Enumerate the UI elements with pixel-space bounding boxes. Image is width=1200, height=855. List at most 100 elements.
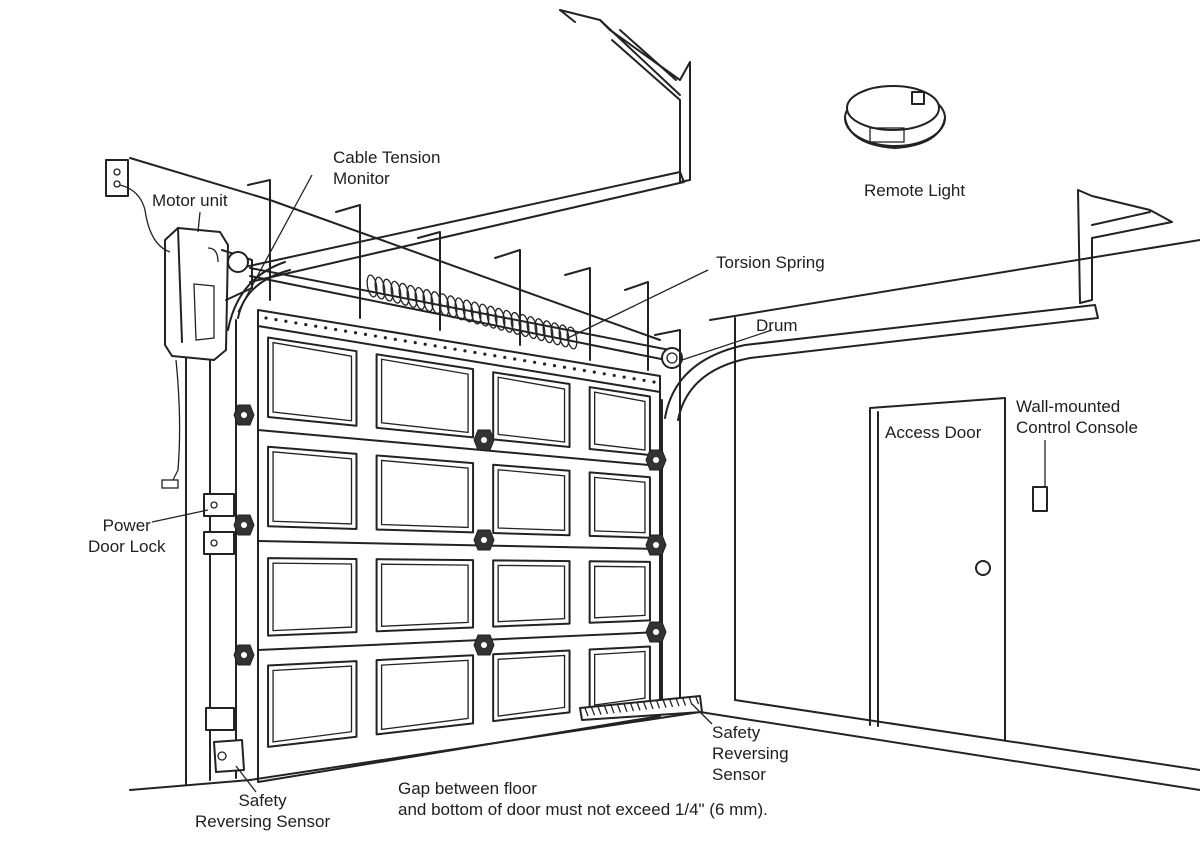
header-rivet bbox=[602, 372, 606, 376]
hinge-pin bbox=[241, 412, 247, 418]
motor-unit bbox=[164, 227, 253, 361]
label-line: Safety bbox=[238, 791, 287, 810]
spring-coil bbox=[438, 293, 450, 317]
label-line: Gap between floor bbox=[398, 779, 537, 798]
header-rivet bbox=[572, 367, 577, 371]
sensor-ridge bbox=[655, 700, 661, 709]
door-panel-inset bbox=[272, 341, 353, 422]
header-rivet bbox=[582, 368, 586, 373]
header-rivet bbox=[513, 357, 517, 361]
label-drum: Drum bbox=[756, 316, 798, 335]
door-panel-inset bbox=[380, 358, 469, 434]
right-ceiling-bracket bbox=[1077, 189, 1173, 304]
door-section-seam bbox=[257, 540, 661, 550]
door-panel-inset bbox=[594, 650, 646, 706]
sensor-ridge bbox=[623, 703, 628, 713]
spring-coil bbox=[566, 326, 578, 350]
header-rivet bbox=[314, 324, 318, 328]
header-rivet bbox=[383, 336, 387, 340]
wall-console bbox=[1032, 486, 1048, 512]
access-door bbox=[869, 397, 1006, 741]
header-rivet bbox=[473, 350, 477, 355]
door-panel-inset bbox=[594, 476, 646, 534]
header-rivet bbox=[284, 319, 288, 323]
label-line: Wall-mounted bbox=[1016, 397, 1121, 416]
power-door-lock bbox=[203, 493, 235, 731]
label-line: Safety bbox=[712, 723, 761, 742]
header-rivet bbox=[533, 360, 537, 364]
door-section-seam bbox=[257, 429, 661, 467]
wall-outlet bbox=[105, 159, 181, 489]
header-rivet bbox=[562, 365, 567, 369]
spring-coil bbox=[382, 278, 394, 302]
header-rivet bbox=[612, 373, 616, 378]
label-motor-unit: Motor unit bbox=[152, 191, 228, 210]
header-rivet bbox=[393, 337, 397, 341]
label-line: Power bbox=[102, 516, 151, 535]
header-rivet bbox=[294, 321, 298, 325]
door-panel-inset bbox=[497, 654, 566, 717]
door-panel bbox=[492, 559, 571, 628]
sensor-ridge bbox=[681, 697, 687, 706]
door-panel-inset bbox=[272, 665, 353, 743]
spring-coil bbox=[526, 316, 538, 340]
header-rivet bbox=[274, 318, 278, 322]
header-rivet bbox=[264, 316, 268, 320]
hinge-pin bbox=[241, 522, 247, 528]
door-panel bbox=[492, 649, 571, 723]
header-rivet bbox=[373, 334, 378, 338]
header-rivet bbox=[542, 362, 547, 366]
sensor-ridge bbox=[662, 699, 667, 708]
door-section-seam bbox=[257, 631, 661, 651]
header-rivet bbox=[453, 347, 457, 351]
spring-coil bbox=[542, 320, 554, 344]
door-panel-inset bbox=[497, 469, 566, 531]
label-safety-sensor-right: Safety Reversing Sensor bbox=[712, 722, 789, 785]
spring-coil bbox=[430, 291, 442, 315]
sensor-ridge bbox=[629, 702, 635, 712]
spring-coil bbox=[558, 324, 570, 348]
ceiling-bracket bbox=[559, 9, 691, 183]
right-track bbox=[664, 304, 1099, 421]
header-rivet bbox=[304, 322, 308, 327]
spring-coil bbox=[398, 282, 410, 306]
spring-coil bbox=[406, 284, 418, 308]
sensor-ridge bbox=[590, 707, 596, 716]
spring-coil bbox=[390, 280, 402, 304]
safety-sensor-left bbox=[213, 739, 245, 773]
header-rivet bbox=[652, 380, 656, 384]
spring-coil bbox=[510, 311, 522, 335]
label-cable-tension-monitor: Cable Tension Monitor bbox=[333, 147, 440, 189]
spring-coil bbox=[414, 286, 426, 310]
door-panel-inset bbox=[272, 562, 353, 632]
sensor-ridge bbox=[649, 700, 654, 710]
spring-coil bbox=[454, 297, 466, 321]
remote-light bbox=[844, 85, 946, 149]
header-rivet bbox=[403, 339, 407, 343]
door-panel bbox=[267, 557, 358, 637]
header-rivet bbox=[363, 332, 368, 337]
spring-coil bbox=[446, 295, 458, 319]
label-line: Reversing Sensor bbox=[195, 812, 331, 831]
header-rivet bbox=[334, 327, 338, 332]
header-rivet bbox=[463, 349, 467, 353]
spring-coil bbox=[486, 305, 498, 329]
hinge-pin bbox=[653, 457, 659, 463]
door-panel-inset bbox=[380, 563, 469, 627]
door-panel bbox=[375, 558, 475, 633]
leader-lines bbox=[151, 174, 1046, 793]
door-panel bbox=[267, 445, 358, 530]
label-remote-light: Remote Light bbox=[864, 181, 966, 200]
label-line: Monitor bbox=[333, 169, 390, 188]
spring-coil bbox=[478, 303, 490, 327]
header-rivet bbox=[443, 345, 447, 350]
door-panel bbox=[267, 336, 358, 427]
label-line: Control Console bbox=[1016, 418, 1138, 437]
hinge-pin bbox=[481, 437, 487, 443]
header-rivet bbox=[552, 363, 557, 368]
header-rivet bbox=[632, 377, 636, 381]
hinge-pin bbox=[653, 629, 659, 635]
hinge-pin bbox=[481, 537, 487, 543]
sensor-ridge bbox=[610, 704, 615, 714]
